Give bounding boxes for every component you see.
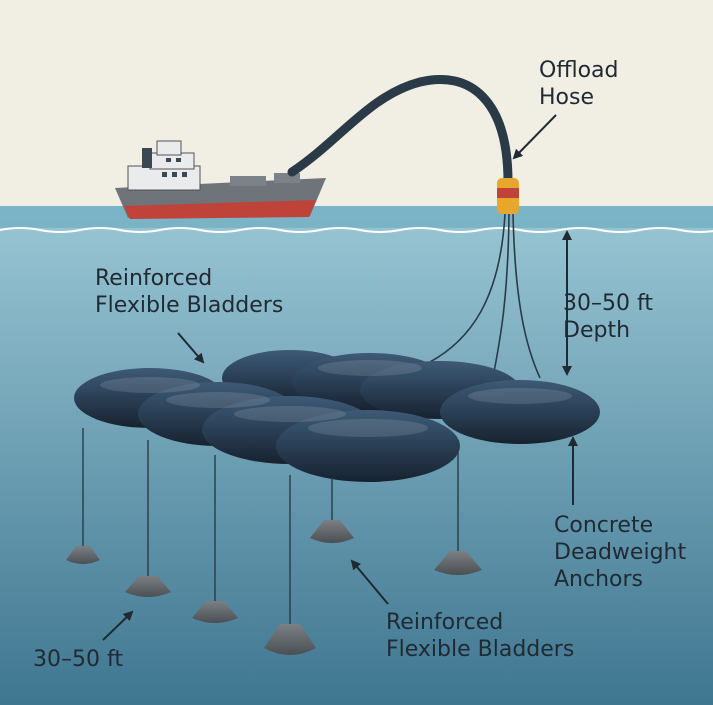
offload-hose — [287, 74, 513, 187]
bladders-label-bottom: Reinforced Flexible Bladders — [386, 610, 575, 662]
concrete-anchor — [66, 546, 100, 564]
buoy — [497, 178, 519, 214]
tanker-ship — [115, 140, 326, 219]
riser-line — [512, 213, 541, 379]
bladder — [276, 410, 460, 482]
bladder — [440, 380, 600, 444]
hose-callout-arrow — [512, 114, 557, 160]
riser-line — [429, 213, 506, 363]
bladders-top-callout-arrow — [177, 332, 205, 364]
spacing-label: 30–50 ft — [33, 647, 123, 672]
offload-hose-label: Offload Hose — [539, 58, 619, 110]
spacing-callout-arrow — [102, 610, 134, 641]
wave-line — [0, 227, 713, 233]
concrete-anchor — [434, 551, 482, 575]
riser-line — [493, 213, 510, 373]
concrete-anchor — [125, 576, 171, 597]
depth-label: 30–50 ft Depth — [563, 291, 653, 343]
sky — [0, 0, 713, 222]
concrete-anchor — [264, 624, 316, 655]
bladders-bottom-callout-arrow — [350, 559, 389, 605]
concrete-anchor — [192, 601, 238, 623]
concrete-anchor — [310, 520, 354, 543]
anchors-label: Concrete Deadweight Anchors — [554, 513, 687, 592]
bladders-label-top: Reinforced Flexible Bladders — [95, 266, 284, 318]
sea-surface-band — [0, 206, 713, 228]
